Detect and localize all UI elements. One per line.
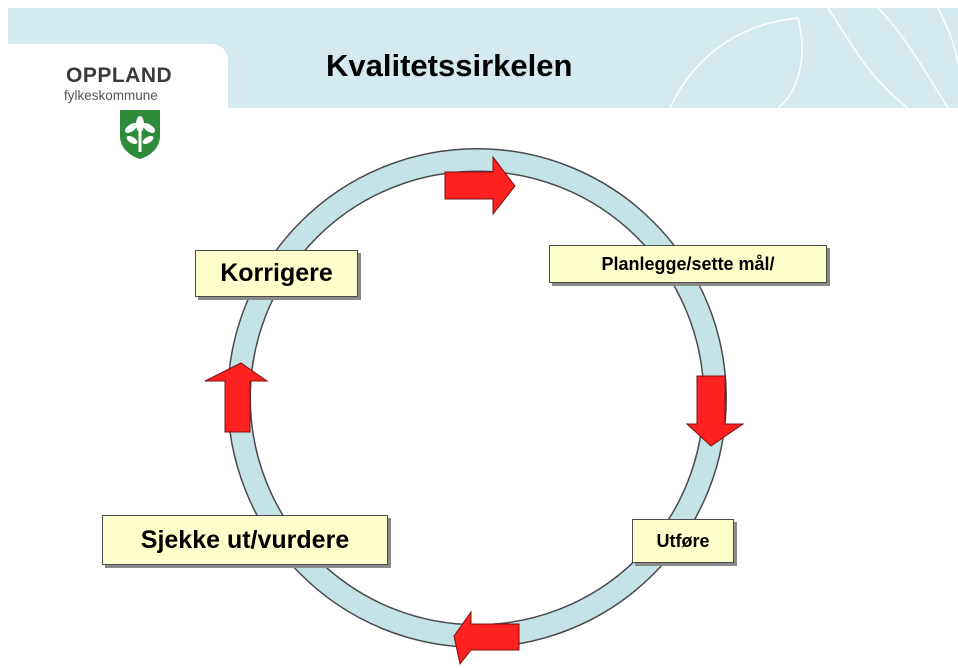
logo-name: OPPLAND [66,64,173,87]
step-label-korrigere: Korrigere [195,250,358,297]
logo-subtitle: fylkeskommune [64,88,158,103]
step-label-planlegge: Planlegge/sette mål/ [549,245,827,283]
header-bar [8,8,958,116]
oppland-crest-icon [120,110,160,159]
page-title: Kvalitetssirkelen [326,48,573,83]
step-label-utfore: Utføre [632,519,734,563]
logo-panel [8,44,228,116]
arrow-left-bottom [453,610,520,666]
arrow-up-left [204,362,269,433]
arrow-right-top [444,155,516,216]
arrow-down-right [685,375,745,447]
decorative-leaf-lines [669,8,958,108]
step-label-sjekke: Sjekke ut/vurdere [102,515,388,565]
